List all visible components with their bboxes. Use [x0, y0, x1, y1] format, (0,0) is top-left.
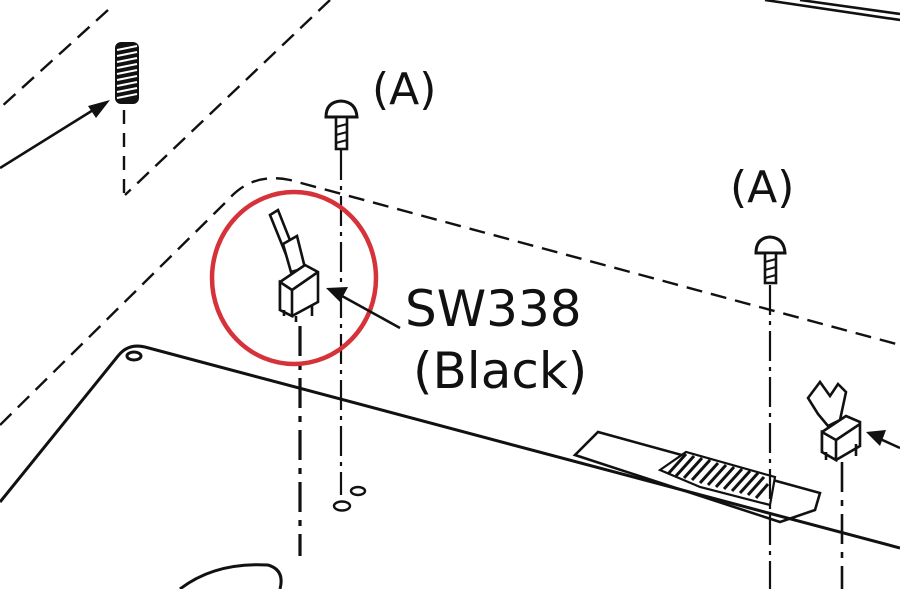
switch-icon — [268, 208, 320, 322]
board-outline-dashed — [0, 177, 900, 426]
part-leader-arrow — [326, 287, 401, 330]
connector-slot — [572, 430, 822, 524]
spring-leader-arrow — [0, 100, 110, 170]
screw-left-label: (A) — [372, 64, 436, 115]
upper-chassis-outline — [0, 0, 331, 196]
part-code-label: SW338 — [405, 280, 582, 338]
screw-left-hole — [332, 485, 367, 512]
screw-right-label: (A) — [730, 162, 794, 213]
base-plate — [0, 344, 900, 589]
part-color-label: (Black) — [413, 342, 587, 400]
switch-icon — [806, 379, 862, 463]
highlight-circle — [209, 189, 379, 367]
spring-icon — [115, 42, 139, 104]
switch-right-leader-arrow — [866, 430, 900, 450]
top-right-panel-edge — [764, 0, 900, 22]
screw-icon — [324, 99, 359, 151]
screw-icon — [754, 235, 787, 285]
